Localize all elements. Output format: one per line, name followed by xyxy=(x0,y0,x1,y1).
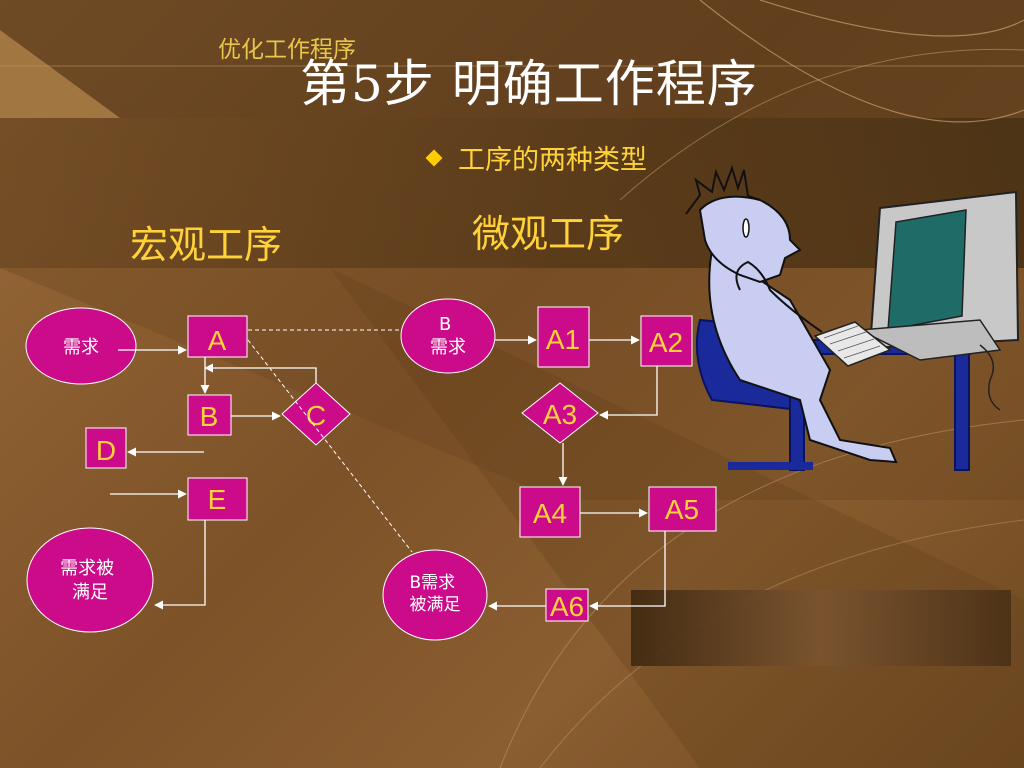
micro-demand-node xyxy=(400,298,496,374)
macro-process-heading: 宏观工序 xyxy=(130,223,283,267)
micro-demand-line1: B xyxy=(439,314,451,335)
micro-satisfied-node xyxy=(382,549,488,641)
macro-diamond-c xyxy=(281,382,351,446)
micro-box-a1-label: A1 xyxy=(546,324,580,355)
macro-box-b-label: B xyxy=(200,401,219,432)
macro-box-b xyxy=(187,394,232,436)
bullet-item: 工序的两种类型 xyxy=(425,138,647,177)
macro-box-e xyxy=(187,477,248,521)
micro-box-a4 xyxy=(519,486,581,538)
slide-title: 第5步 明确工作程序 xyxy=(300,55,758,113)
bullet-text: 工序的两种类型 xyxy=(458,145,647,176)
micro-box-a1 xyxy=(537,306,590,368)
micro-demand-label: B 需求 xyxy=(430,314,466,358)
macro-satisfied-node xyxy=(26,527,154,633)
macro-box-a-label: A xyxy=(208,325,227,356)
micro-box-a4-label: A4 xyxy=(533,498,567,529)
micro-box-a2-label: A2 xyxy=(649,327,683,358)
micro-satisfied-line2: 被满足 xyxy=(410,595,461,615)
macro-box-e-label: E xyxy=(208,484,227,515)
micro-box-a5 xyxy=(648,486,717,532)
arrow-e-to-satisfied xyxy=(154,520,206,610)
micro-satisfied-line1: B需求 xyxy=(409,573,455,593)
macro-satisfied-label: 需求被 满足 xyxy=(60,558,120,603)
micro-box-a6-label: A6 xyxy=(550,591,584,622)
dashed-zoom-diagonal xyxy=(247,339,413,553)
macro-satisfied-line1: 需求被 xyxy=(60,558,114,579)
micro-diamond-a3 xyxy=(521,382,599,444)
micro-process-heading: 微观工序 xyxy=(472,212,625,256)
arrow-c-to-a xyxy=(204,363,317,383)
slide-subtitle: 优化工作程序 xyxy=(218,37,356,63)
micro-box-a5-label: A5 xyxy=(665,494,699,525)
micro-diamond-a3-label: A3 xyxy=(543,399,577,430)
micro-box-a6 xyxy=(545,588,589,622)
macro-diamond-c-label: C xyxy=(306,400,326,431)
macro-box-d-label: D xyxy=(96,435,116,466)
arrow-a5-to-a6 xyxy=(589,531,666,611)
micro-process-diagram: B 需求 A1 A2 A3 A4 A5 A6 B需求 被满足 xyxy=(382,298,717,641)
macro-box-a xyxy=(187,315,248,358)
macro-satisfied-line2: 满足 xyxy=(72,582,108,603)
diamond-bullet-icon xyxy=(425,149,443,166)
macro-demand-label: 需求 xyxy=(63,337,99,358)
person-at-computer-icon xyxy=(685,164,1020,471)
arrow-a2-to-a3 xyxy=(599,366,658,420)
micro-demand-line2: 需求 xyxy=(430,337,466,358)
micro-satisfied-label: B需求 被满足 xyxy=(409,573,460,615)
micro-box-a2 xyxy=(640,315,693,367)
macro-box-d xyxy=(85,427,127,469)
macro-demand-node xyxy=(25,307,137,385)
macro-process-diagram: 需求 A B C D E 需求被 满足 xyxy=(25,307,413,633)
